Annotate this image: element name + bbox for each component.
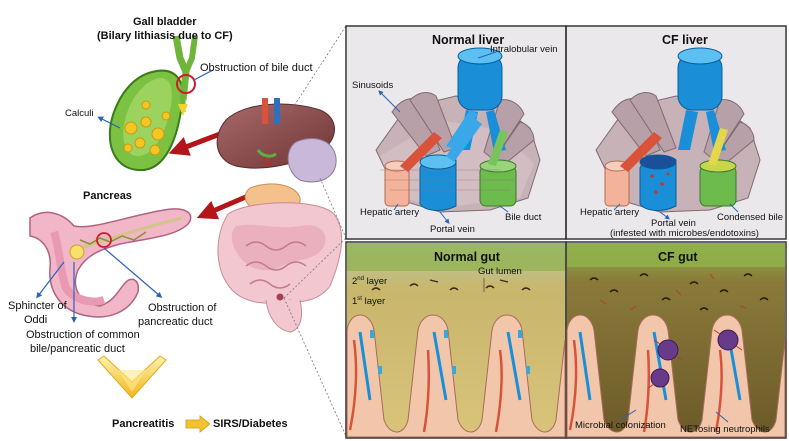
pancreatitis-arrow: [97, 355, 167, 399]
cf-gut-panel: [565, 241, 787, 439]
portal-vein-infestation-note: (infested with microbes/endotoxins): [610, 228, 759, 239]
netosing-neutrophils-label: NETosing neutrophils: [680, 424, 770, 435]
pancreas-illustration: [29, 208, 192, 318]
intralobular-vein-label: Intralobular vein: [490, 44, 558, 55]
calculi-stones: [123, 100, 171, 156]
bile-duct-obstruction-label: Obstruction of bile duct: [200, 62, 313, 74]
sphincter-label-line2: Oddi: [24, 314, 48, 326]
sinusoids-label: Sinusoids: [352, 80, 394, 91]
cf-hepatic-artery-label: Hepatic artery: [580, 207, 640, 218]
gallbladder-illustration: [108, 35, 198, 172]
normal-liver-title: Normal liver: [432, 33, 505, 47]
cf-gut-illustration: [566, 243, 786, 438]
cf-liver-title: CF liver: [662, 33, 708, 47]
cf-gut-title: CF gut: [658, 250, 698, 264]
sphincter-label-line1: Sphincter of: [8, 300, 67, 312]
normal-portal-vein-label: Portal vein: [430, 224, 475, 235]
cf-portal-vein-label: Portal vein: [651, 218, 696, 229]
microbes-in-portal-vein: [650, 172, 670, 194]
sirs-arrow: [185, 415, 211, 433]
pancreas-title: Pancreas: [83, 190, 132, 202]
gallbladder-subtitle: (Bilary lithiasis due to CF): [97, 30, 233, 42]
normal-gut-title: Normal gut: [434, 250, 500, 264]
pancreatic-duct-label-line1: Obstruction of: [148, 302, 217, 314]
normal-liver-lobule: [375, 47, 541, 213]
condensed-bile-label: Condensed bile: [717, 212, 784, 223]
microbial-colonization-label: Microbial colonization: [575, 420, 666, 431]
bile-duct-label: Bile duct: [505, 212, 542, 223]
first-layer-label: 1st layer: [352, 296, 386, 308]
normal-hepatic-artery-label: Hepatic artery: [360, 207, 420, 218]
cf-liver-lobule: [595, 47, 761, 213]
pancreatic-duct-label-line2: pancreatic duct: [138, 316, 213, 328]
sirs-diabetes-label: SIRS/Diabetes: [213, 418, 288, 430]
common-duct-label-line2: bile/pancreatic duct: [30, 343, 125, 355]
second-layer-label: 2nd layer: [352, 276, 388, 288]
pancreatic-duct-obstruction-marker: [96, 232, 112, 248]
gallbladder-title: Gall bladder: [133, 16, 197, 28]
calculi-label: Calculi: [65, 108, 94, 119]
connector-lines: [283, 25, 347, 437]
gut-lumen-label: Gut lumen: [478, 266, 522, 277]
common-duct-label-line1: Obstruction of common: [26, 329, 140, 341]
bile-duct-obstruction-marker: [176, 74, 196, 94]
normal-gut-illustration: [346, 243, 566, 438]
netosing-neutrophils: [647, 329, 743, 389]
cf-liver-panel: [565, 25, 787, 240]
panel-frames: [345, 25, 787, 439]
pancreatitis-label: Pancreatitis: [112, 418, 175, 430]
body-organs-illustration: [216, 98, 342, 333]
